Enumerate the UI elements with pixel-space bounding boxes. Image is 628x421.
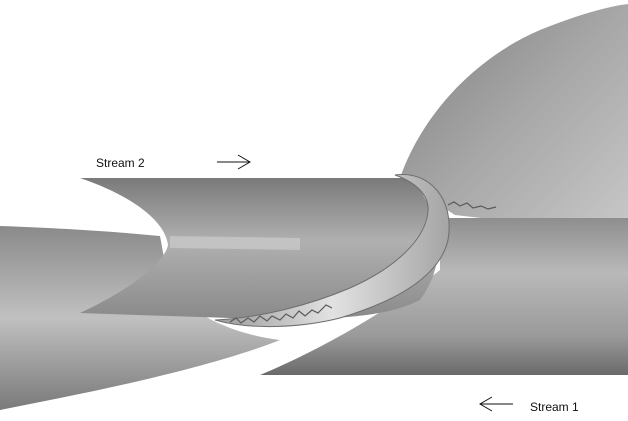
stream2-arrow-icon (217, 155, 250, 169)
stream2-label: Stream 2 (96, 156, 145, 170)
stream1-arrow-icon (480, 397, 513, 411)
stream2-highlight (170, 236, 300, 250)
stream1-label: Stream 1 (530, 400, 579, 414)
